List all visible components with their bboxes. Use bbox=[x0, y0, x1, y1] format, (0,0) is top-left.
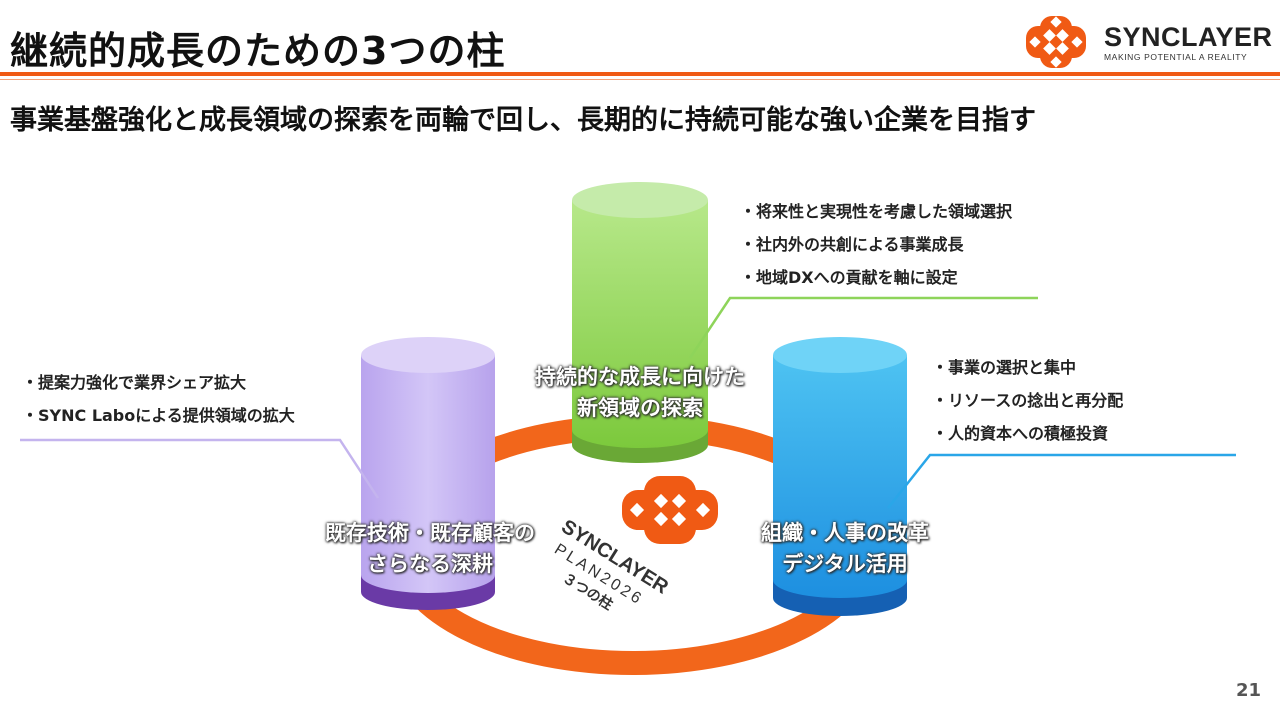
list-item: ・人的資本への積極投資 bbox=[932, 424, 1109, 443]
title-divider-thin bbox=[0, 79, 1280, 80]
pillar-right-bullets: ・事業の選択と集中 ・リソースの捻出と再分配 ・人的資本への積極投資 bbox=[932, 351, 1123, 450]
synclayer-logo bbox=[1026, 16, 1086, 68]
brand-tagline: MAKING POTENTIAL A REALITY bbox=[1104, 52, 1248, 62]
title-divider bbox=[0, 72, 1280, 76]
synclayer-logo-icon bbox=[1026, 16, 1086, 68]
pillar-blue bbox=[773, 337, 907, 616]
page-subtitle: 事業基盤強化と成長領域の探索を両輪で回し、長期的に持続可能な強い企業を目指す bbox=[10, 105, 1036, 136]
pillar-center-bullets: ・将来性と実現性を考慮した領域選択 ・社内外の共創による事業成長 ・地域DXへの… bbox=[740, 195, 1012, 294]
pillar-center-label-line1: 持続的な成長に向けた bbox=[535, 365, 745, 389]
pillar-center-label-line2: 新領域の探索 bbox=[577, 396, 703, 420]
list-item: ・提案力強化で業界シェア拡大 bbox=[22, 373, 247, 392]
callout-line-center bbox=[688, 296, 1038, 359]
brand-name: SYNCLAYER bbox=[1104, 22, 1273, 52]
pillar-left-label: 既存技術・既存顧客の さらなる深耕 bbox=[305, 518, 555, 580]
list-item: ・SYNC Laboによる提供領域の拡大 bbox=[22, 406, 295, 425]
pillar-left-bullets: ・提案力強化で業界シェア拡大 ・SYNC Laboによる提供領域の拡大 bbox=[22, 366, 295, 432]
pillar-right-label-line2: デジタル活用 bbox=[782, 552, 908, 576]
pillar-right-label: 組織・人事の改革 デジタル活用 bbox=[740, 518, 950, 580]
list-item: ・社内外の共創による事業成長 bbox=[740, 235, 964, 254]
list-item: ・将来性と実現性を考慮した領域選択 bbox=[740, 202, 1013, 221]
pillar-purple bbox=[361, 337, 495, 610]
pillar-center-label: 持続的な成長に向けた 新領域の探索 bbox=[510, 362, 770, 424]
list-item: ・地域DXへの貢献を軸に設定 bbox=[740, 268, 958, 287]
center-emblem-icon bbox=[622, 476, 718, 544]
list-item: ・リソースの捻出と再分配 bbox=[932, 391, 1124, 410]
page-title: 継続的成長のための3つの柱 bbox=[10, 29, 506, 73]
list-item: ・事業の選択と集中 bbox=[932, 358, 1077, 377]
callout-line-right bbox=[887, 453, 1236, 509]
callout-line-left bbox=[20, 438, 380, 499]
pillar-left-label-line1: 既存技術・既存顧客の bbox=[325, 521, 535, 545]
pillar-right-label-line1: 組織・人事の改革 bbox=[761, 521, 929, 545]
pillar-green bbox=[572, 182, 708, 463]
page-number: 21 bbox=[1236, 680, 1262, 701]
pillar-left-label-line2: さらなる深耕 bbox=[367, 552, 493, 576]
